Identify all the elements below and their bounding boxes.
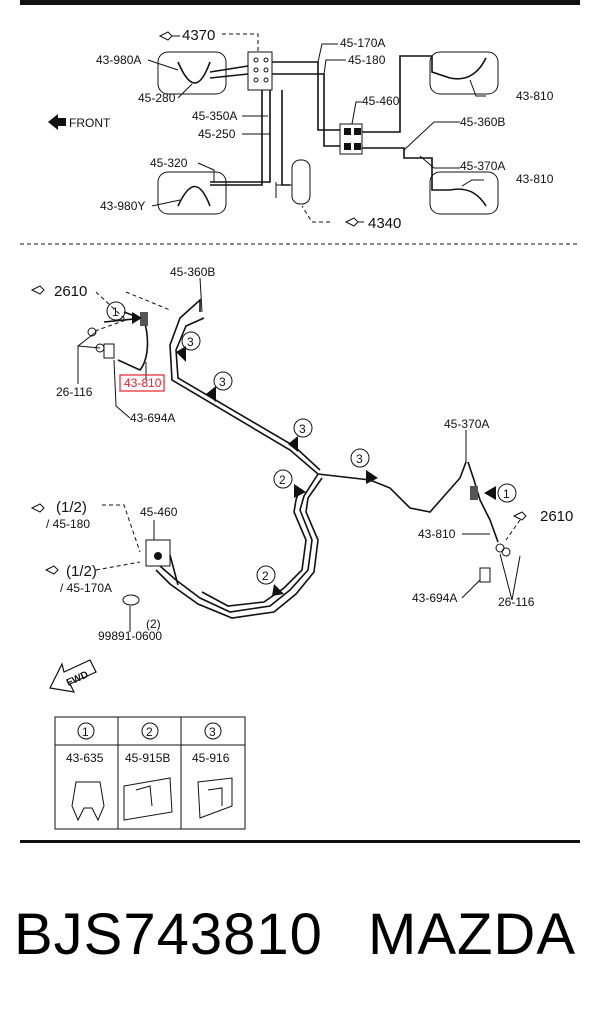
marker-2-c: 2 [154,552,162,560]
bottom-rule [20,840,580,843]
legend-header-1: 1 [77,722,95,740]
label-43694a-right: 43-694A [412,591,457,605]
wheel-rear-right [429,171,499,215]
hose-fr [449,57,487,80]
master-cylinder [247,51,273,91]
wrench-icon [158,31,180,41]
svg-text:1: 1 [503,487,510,501]
legend-part-3: 45-916 [192,751,230,765]
marker-2-b: 2 [256,565,284,596]
label-45370a: 45-370A [460,159,505,173]
svg-text:2: 2 [279,473,286,487]
svg-text:3: 3 [356,452,363,466]
wrench-icon [344,217,364,227]
clip-45916-icon [197,777,233,819]
front-arrow-icon [48,114,66,130]
marker-1-right: 1 [484,483,517,503]
label-43980y: 43-980Y [100,199,145,213]
label-43810-top-b: 43-810 [516,172,554,186]
callout-2610-right: 2610 [540,508,573,525]
callout-4340: 4340 [368,215,401,232]
wrench-icon [30,285,45,295]
marker-3-d: 3 [350,448,378,484]
bolt-right [479,567,491,583]
wheel-front-right [429,51,499,95]
legend-header-3: 3 [204,722,222,740]
junction-main [145,539,171,567]
svg-text:3: 3 [209,725,216,739]
wrench-icon [44,565,59,575]
label-43980a: 43-980A [96,53,141,67]
marker-3-a: 3 [176,331,201,362]
svg-text:1: 1 [82,725,89,739]
clip-45915b-icon [123,777,173,821]
label-45370a-main: 45-370A [444,417,489,431]
junction-block [339,123,363,155]
label-99891: 99891-0600 [98,629,162,643]
top-border [20,0,580,5]
part-number: BJS743810 [14,902,323,967]
label-45460-main: 45-460 [140,505,178,519]
parts-diagram: FRONT 4370 4340 43-980A 45-280 45-350A 4… [20,0,580,843]
nut [122,594,140,606]
marker-3-c: 3 [288,418,313,452]
wheel-rear-left [157,171,227,215]
footer-title: BJS743810 MAZDA [0,895,600,975]
marker-3-b: 3 [206,371,233,402]
svg-text:2: 2 [262,569,269,583]
label-43810-right: 43-810 [418,527,456,541]
callout-half-2-ref: / 45-170A [60,581,112,595]
booster [291,159,311,205]
main-schematic: 1 3 3 3 2 3 1 [30,265,573,693]
label-43810-highlight: 43-810 [124,376,162,390]
label-45460: 45-460 [362,94,400,108]
label-26116-left: 26-116 [56,385,93,399]
label-26116-right: 26-116 [498,595,535,609]
label-43694a-left: 43-694A [130,411,175,425]
legend-header-2: 2 [141,722,159,740]
svg-text:3: 3 [219,375,226,389]
wrench-icon [512,511,527,521]
svg-text:3: 3 [187,335,194,349]
marker-1-left: 1 [106,301,142,324]
brand-name: MAZDA [368,902,576,967]
legend-part-1: 43-635 [66,751,104,765]
callout-half-1: (1/2) [56,499,87,516]
label-qty-2: (2) [146,617,161,631]
label-45320: 45-320 [150,156,188,170]
label-45250: 45-250 [198,127,236,141]
svg-text:1: 1 [112,305,119,319]
callout-4370: 4370 [182,27,215,44]
hose-rr [449,188,487,207]
clip-43635-icon [71,781,105,822]
label-43810-top-a: 43-810 [516,89,554,103]
hose-fl [177,61,211,84]
wheel-front-left [157,51,227,95]
top-schematic: FRONT 4370 4340 43-980A 45-280 45-350A 4… [48,27,554,232]
legend-part-2: 45-915B [125,751,170,765]
callout-half-2: (1/2) [66,563,97,580]
bolt-left [103,343,115,359]
legend-table: 1 2 3 43-635 45-915B 45-916 [54,716,246,830]
svg-text:2: 2 [146,725,153,739]
hose-rl [177,185,211,207]
callout-2610-left: 2610 [54,283,87,300]
label-45280: 45-280 [138,91,176,105]
label-45350a: 45-350A [192,109,237,123]
label-45180: 45-180 [348,53,386,67]
highlight-box [119,374,165,392]
front-label: FRONT [69,116,111,130]
label-45360b: 45-360B [460,115,505,129]
label-45170a: 45-170A [340,36,385,50]
fwd-arrow-icon: FWD [49,659,97,693]
marker-2-a: 2 [273,469,306,498]
wrench-icon [30,503,45,513]
svg-text:3: 3 [299,422,306,436]
callout-half-1-ref: / 45-180 [46,517,90,531]
label-45360b-main: 45-360B [170,265,215,279]
